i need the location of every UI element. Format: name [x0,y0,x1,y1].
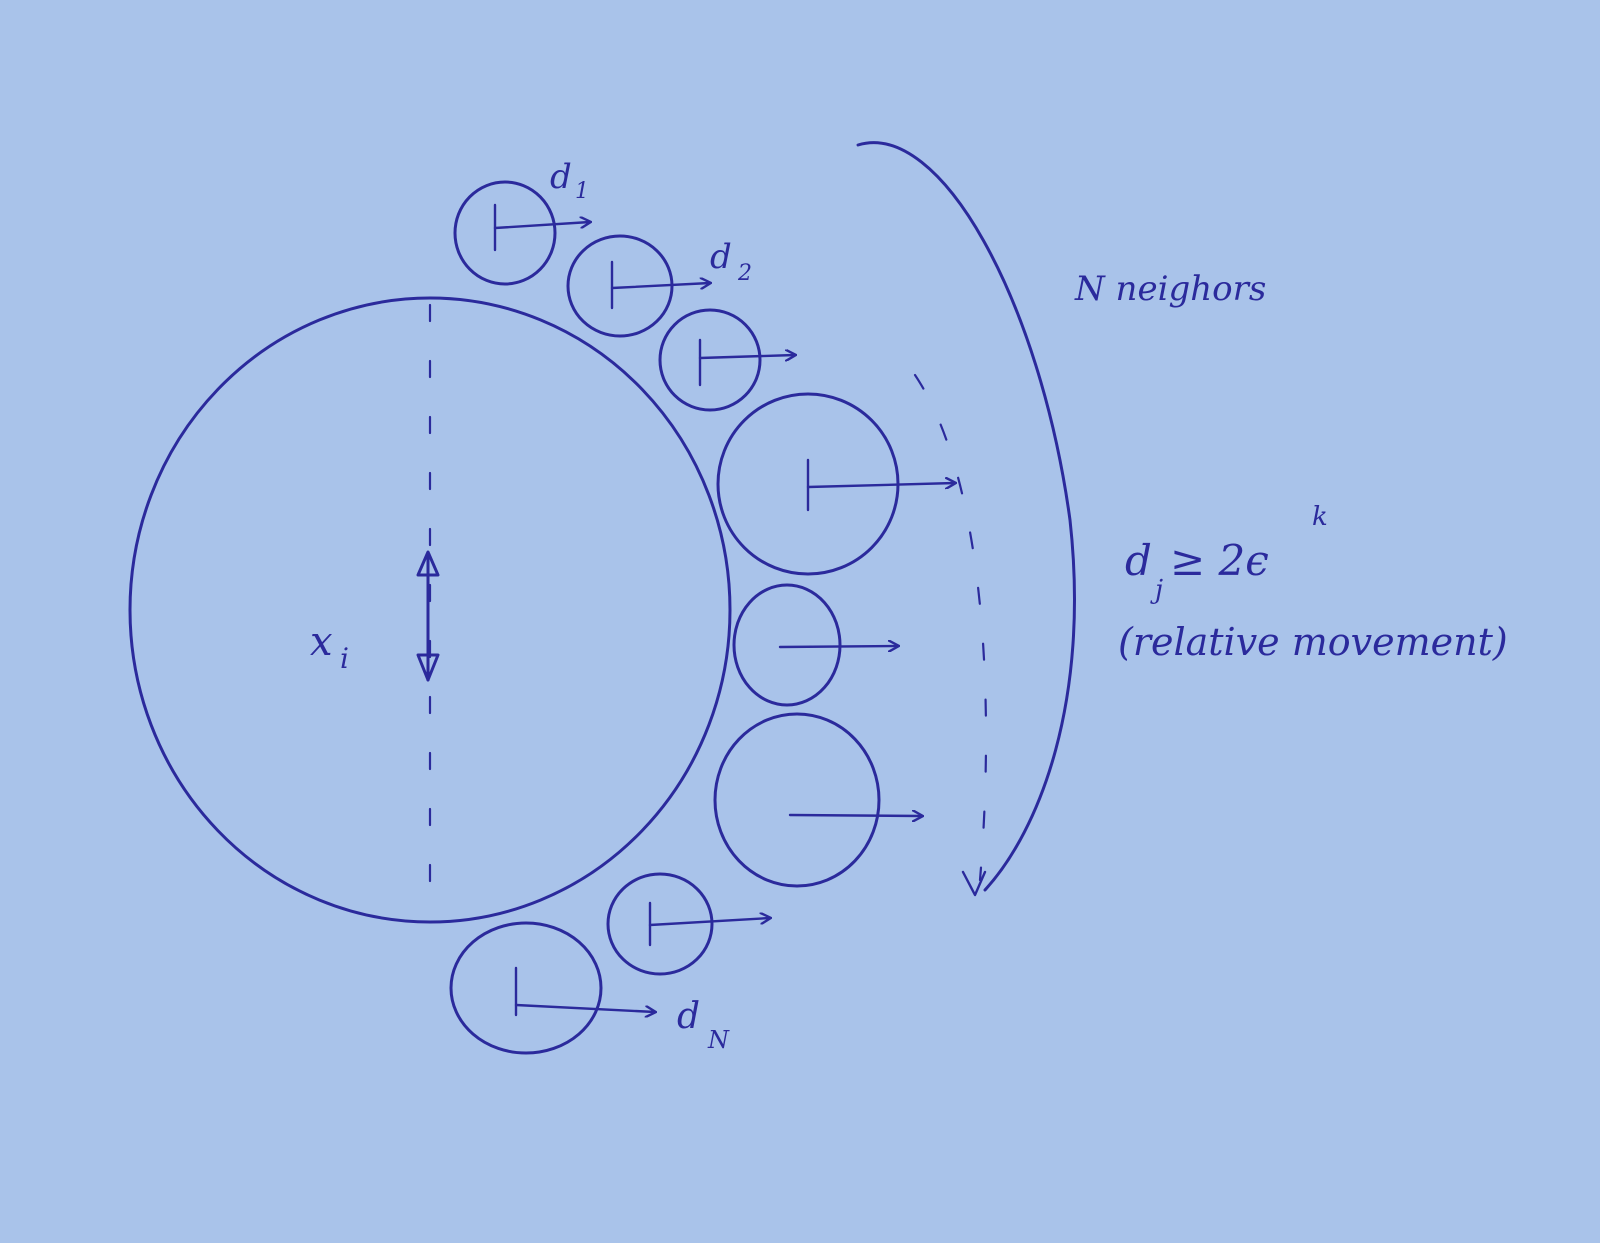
d2-label-subscript: 2 [737,261,752,286]
neighbors-bracket-arc [856,141,1076,892]
dn-label-subscript: N [707,1026,730,1054]
neighbors-bracket-arrowhead [961,870,987,897]
d1-label-subscript: 1 [575,179,589,204]
condition-subscript: j [1150,575,1163,605]
d2-label: d [710,237,732,277]
neighbor-particle-4 [716,392,955,576]
neighbor-particle-7 [606,872,770,976]
neighbor-particle-n [449,921,655,1055]
neighbors-label: N neighors [1074,269,1266,309]
neighbor-particle-3 [658,308,795,412]
condition-note: (relative movement) [1118,620,1508,664]
central-vertical-motion-arrow [416,550,440,682]
condition-inequality: ≥ 2ϵ [1170,536,1269,585]
center-label: x [310,619,333,665]
center-label-subscript: i [340,642,349,675]
neighbor-particle-5 [732,583,898,707]
neighbor-particle-1 [453,180,590,286]
condition-superscript: k [1312,502,1328,532]
neighbors-dashed-arc [913,373,988,882]
condition-d: d [1125,536,1152,585]
d1-label: d [550,157,572,197]
neighbor-particle-6 [713,712,922,888]
neighbor-particle-2 [566,234,710,338]
dn-label: d [677,996,700,1037]
central-particle-circle [128,296,732,924]
